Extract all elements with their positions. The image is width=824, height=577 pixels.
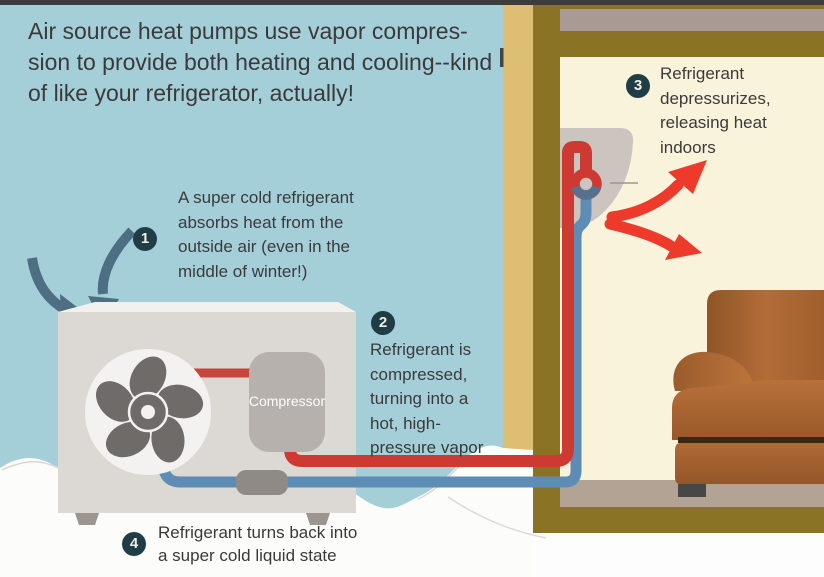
- heat-arrows-icon: [604, 160, 707, 260]
- step-2-text: Refrigerant is compressed, turning into …: [370, 340, 484, 457]
- step-3-text: Refrigerant depressurizes, releasing hea…: [660, 64, 771, 157]
- unit-foot: [75, 513, 99, 525]
- compressor: [249, 352, 325, 452]
- top-border: [0, 0, 824, 5]
- step-4-text: Refrigerant turns back into a super cold…: [158, 523, 358, 565]
- wall-edge-mark: [500, 48, 504, 67]
- title-line: Air source heat pumps use vapor compres-: [28, 18, 468, 44]
- fan-icon: [85, 349, 211, 475]
- outdoor-unit-top: [58, 302, 356, 312]
- title-line: sion to provide both heating and cooling…: [28, 49, 493, 75]
- refrigerant-pipe-cold: [157, 193, 592, 488]
- bottom-white-strip: [533, 533, 824, 577]
- step-1-text: A super cold refrigerant absorbs heat fr…: [178, 188, 354, 281]
- couch-foot: [678, 484, 706, 497]
- floor-frame-bottom: [533, 507, 824, 533]
- wall-frame-vertical: [533, 5, 560, 533]
- expansion-valve-icon: [570, 168, 602, 200]
- wall-frame-horizontal: [560, 31, 824, 57]
- ceiling: [560, 9, 824, 31]
- compressor-label: Compressor: [248, 393, 326, 409]
- unit-foot: [306, 513, 330, 525]
- ceiling-frame-top: [533, 5, 824, 9]
- step-2-badge: 2: [371, 311, 395, 335]
- title: Air source heat pumps use vapor compres-…: [28, 16, 524, 109]
- step-3-badge: 3: [626, 74, 650, 98]
- refrigerant-pipe-hot: [284, 141, 592, 467]
- step-4-badge: 4: [122, 532, 146, 556]
- pipe-muffler: [236, 470, 288, 495]
- title-line: of like your refrigerator, actually!: [28, 80, 354, 106]
- step-1-badge: 1: [133, 227, 157, 251]
- couch: [672, 290, 824, 497]
